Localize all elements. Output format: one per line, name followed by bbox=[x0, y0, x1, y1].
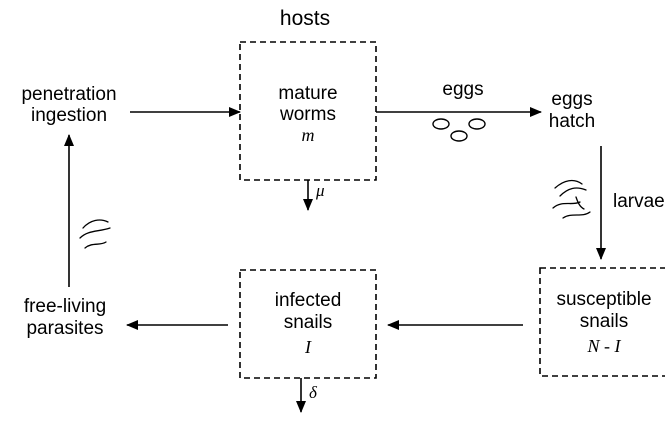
infected-snails-label: snails bbox=[284, 312, 333, 333]
eggs-label: eggs bbox=[551, 89, 592, 110]
hosts-label: hosts bbox=[280, 7, 330, 30]
parasites-label: parasites bbox=[26, 318, 103, 339]
larvae-icon bbox=[552, 179, 591, 219]
worms-label: worms bbox=[279, 104, 336, 125]
susceptible-snails-label: snails bbox=[580, 311, 629, 332]
mature-label: mature bbox=[278, 83, 337, 104]
egg-icon-1 bbox=[432, 118, 450, 130]
larvae-label: larvae bbox=[613, 191, 665, 212]
n-minus-i-symbol: N - I bbox=[587, 336, 622, 356]
cercariae-icon bbox=[79, 219, 111, 249]
free-living-label: free-living bbox=[24, 296, 106, 317]
egg-icon-2 bbox=[468, 118, 486, 130]
penetration-label: penetration bbox=[21, 84, 116, 105]
infected-label: infected bbox=[275, 290, 342, 311]
infected-snails-box bbox=[239, 269, 377, 379]
i-symbol: I bbox=[304, 337, 312, 357]
hatch-label: hatch bbox=[549, 111, 595, 132]
delta-label: δ bbox=[309, 383, 318, 402]
mu-label: μ bbox=[315, 181, 325, 200]
m-symbol: m bbox=[302, 125, 315, 145]
ingestion-label: ingestion bbox=[31, 105, 107, 126]
susceptible-label: susceptible bbox=[556, 289, 651, 310]
susceptible-snails-box bbox=[539, 267, 665, 377]
eggs-arrow-label: eggs bbox=[442, 79, 483, 100]
egg-icon-3 bbox=[450, 130, 468, 142]
